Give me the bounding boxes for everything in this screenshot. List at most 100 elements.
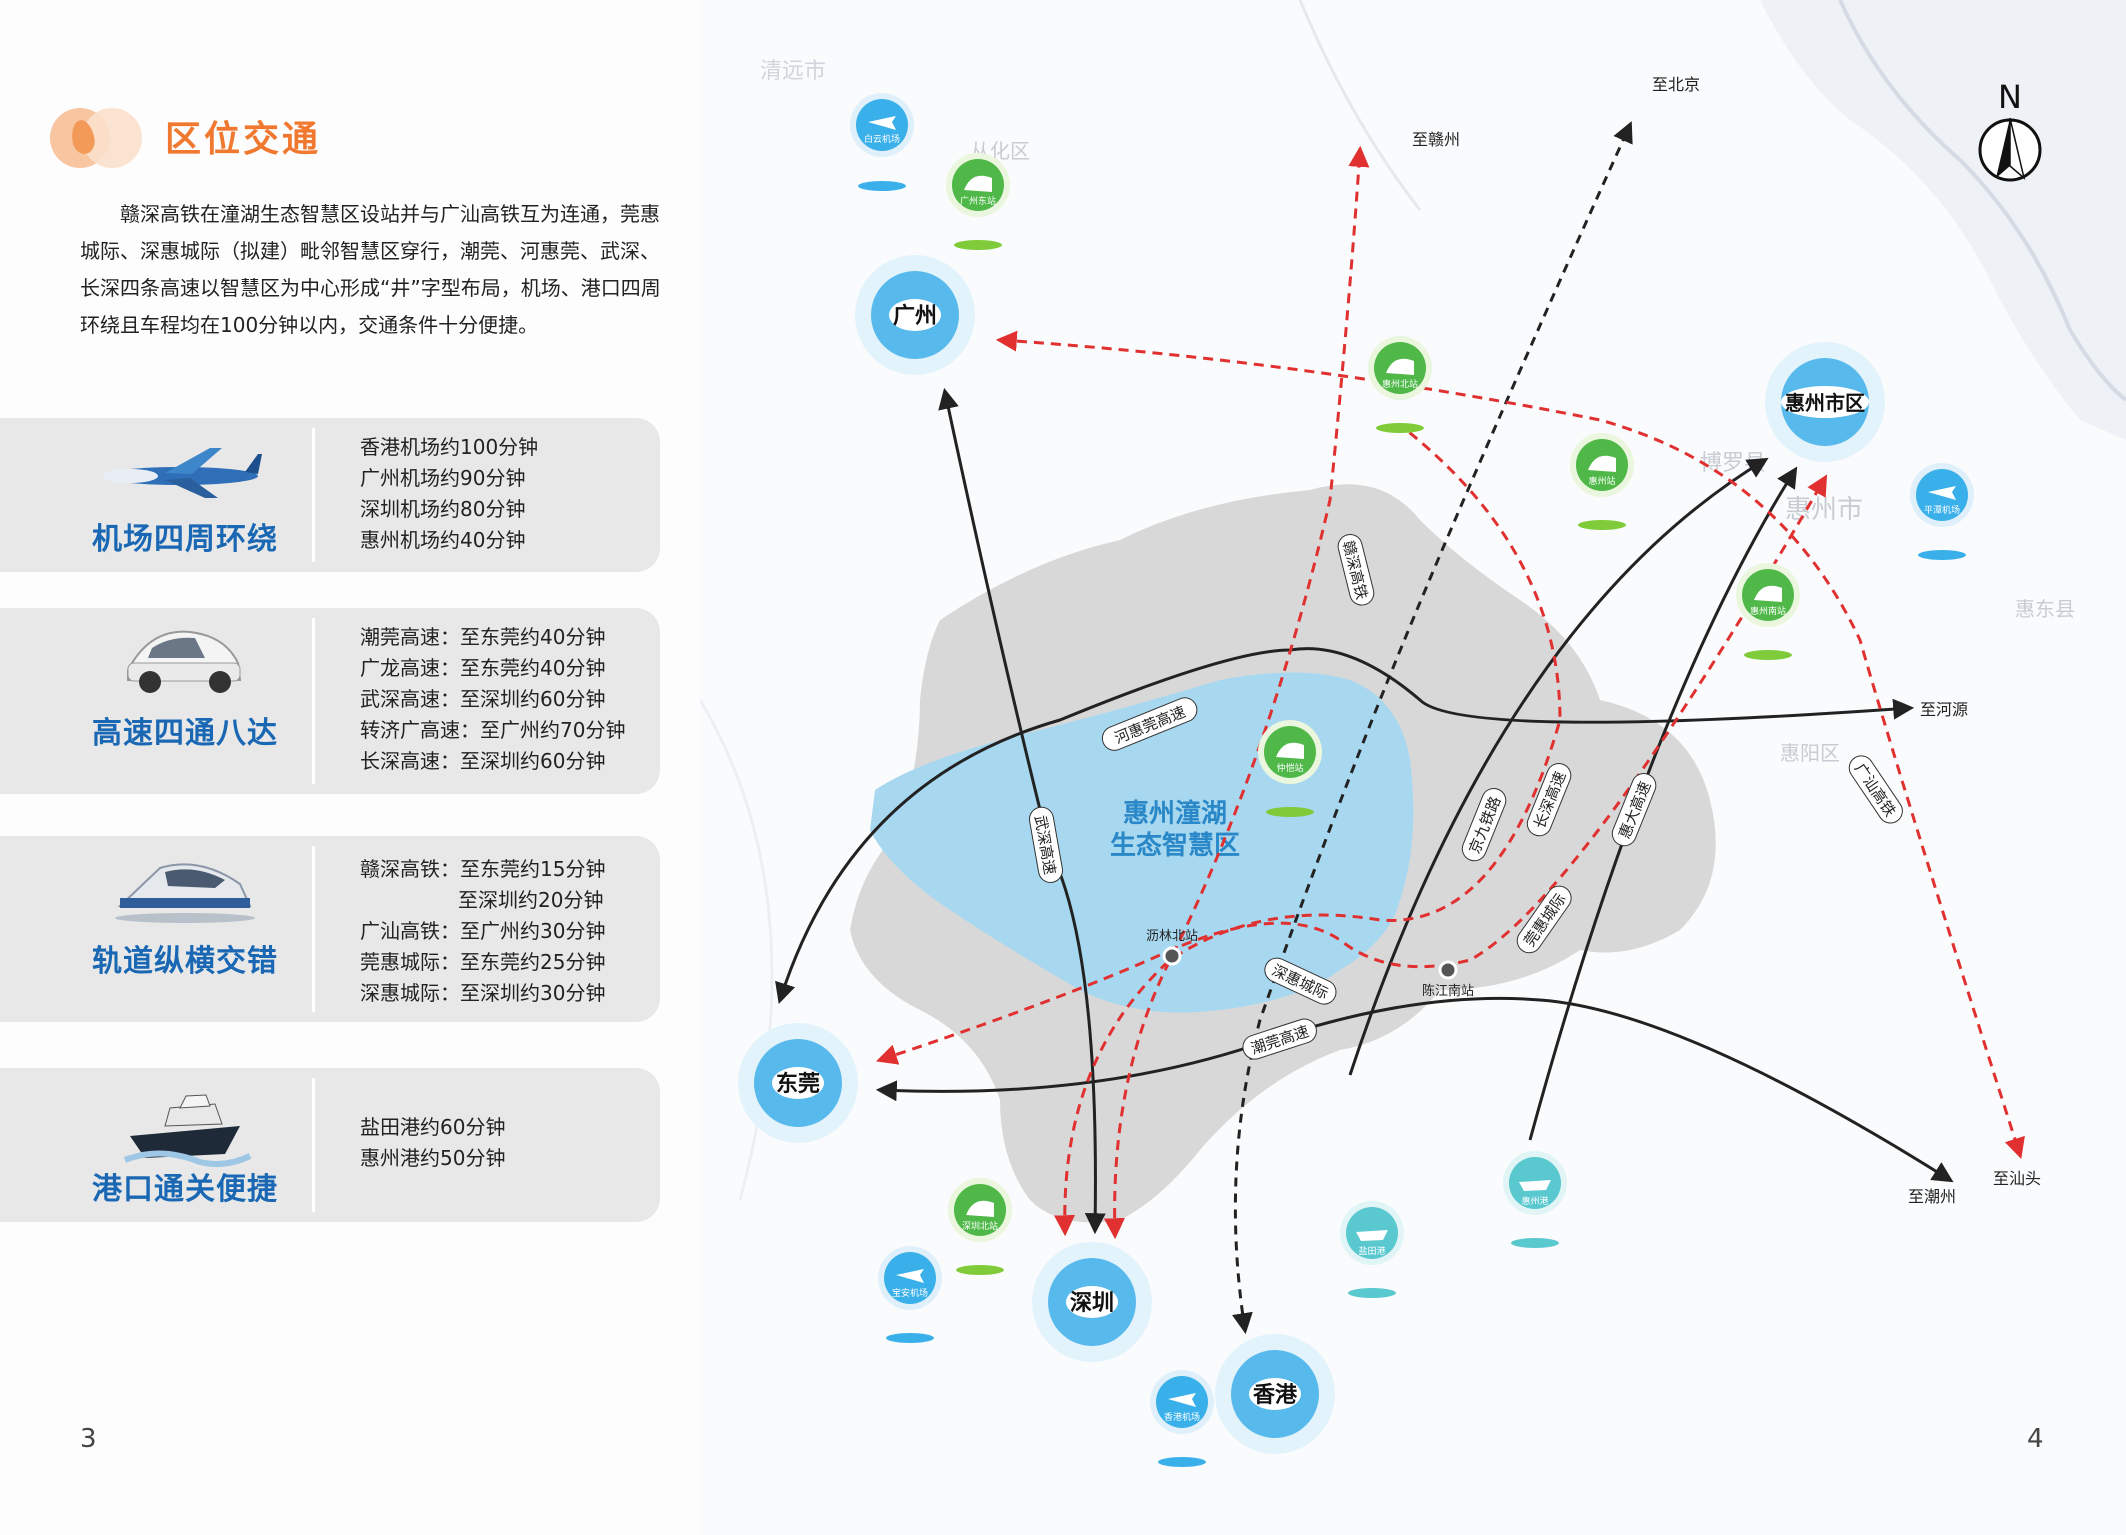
city-hongkong: 香港 bbox=[1215, 1334, 1335, 1454]
airport-pin-baiyun: 白云机场 bbox=[850, 93, 914, 191]
map-svg: 从化区 博罗县 惠州市 惠东县 惠阳区 清远市 惠州潼湖 生态智慧区 赣深高铁 … bbox=[700, 0, 2126, 1535]
list-item: 惠州机场约40分钟 bbox=[360, 528, 526, 552]
city-huizhou: 惠州市区 bbox=[1765, 342, 1885, 462]
train-icon bbox=[1754, 585, 1782, 602]
station-pin-hz-north: 惠州北站 bbox=[1368, 336, 1432, 433]
list-item: 武深高速：至深圳约60分钟 bbox=[360, 687, 606, 711]
dest-label: 至赣州 bbox=[1412, 130, 1460, 149]
svg-text:宝安机场: 宝安机场 bbox=[892, 1287, 928, 1299]
list-item: 惠州港约50分钟 bbox=[360, 1146, 506, 1170]
svg-text:惠州北站: 惠州北站 bbox=[1382, 378, 1418, 390]
bg-label: 惠东县 bbox=[2015, 597, 2075, 621]
svg-text:平潭机场: 平潭机场 bbox=[1924, 504, 1960, 516]
airport-pin-hk: 香港机场 bbox=[1150, 1370, 1214, 1467]
airplane-icon bbox=[102, 448, 262, 498]
airport-card: 机场四周环绕 香港机场约100分钟 广州机场约90分钟 深圳机场约80分钟 惠州… bbox=[0, 418, 660, 572]
svg-text:N: N bbox=[1998, 78, 2022, 116]
list-item: 潮莞高速：至东莞约40分钟 bbox=[360, 625, 606, 649]
train-icon bbox=[1276, 742, 1304, 759]
svg-text:惠州港: 惠州港 bbox=[1521, 1195, 1548, 1207]
svg-text:惠州市区: 惠州市区 bbox=[1785, 391, 1865, 415]
airplane-icon bbox=[1168, 1393, 1196, 1407]
train-icon bbox=[966, 1200, 994, 1217]
station-label: 陈江南站 bbox=[1422, 983, 1474, 999]
list-item: 广汕高铁：至广州约30分钟 bbox=[360, 919, 606, 943]
ship-icon bbox=[123, 1094, 252, 1167]
station-label: 沥林北站 bbox=[1146, 929, 1198, 944]
station-dot-icon bbox=[1438, 960, 1458, 980]
city-dongguan: 东莞 bbox=[738, 1023, 858, 1143]
page-number-left: 3 bbox=[80, 1424, 97, 1454]
card-label: 轨道纵横交错 bbox=[92, 944, 278, 979]
train-icon bbox=[1588, 455, 1616, 472]
list-item: 赣深高铁：至东莞约15分钟 bbox=[360, 857, 606, 881]
list-item: 盐田港约60分钟 bbox=[360, 1115, 506, 1139]
station-pin-zhongkai: 仲恺站 bbox=[1258, 720, 1322, 817]
station-pin-hz: 惠州站 bbox=[1570, 433, 1634, 530]
transport-map: 从化区 博罗县 惠州市 惠东县 惠阳区 清远市 惠州潼湖 生态智慧区 赣深高铁 … bbox=[700, 0, 2126, 1535]
page-number-right: 4 bbox=[2027, 1424, 2044, 1454]
dest-label: 至汕头 bbox=[1993, 1169, 2041, 1188]
rail-card: 轨道纵横交错 赣深高铁：至东莞约15分钟 至深圳约20分钟 广汕高铁：至广州约3… bbox=[0, 836, 660, 1022]
ship-icon bbox=[1356, 1230, 1388, 1241]
svg-text:广州: 广州 bbox=[893, 303, 937, 329]
page-title: 区位交通 bbox=[165, 119, 322, 160]
svg-text:惠州南站: 惠州南站 bbox=[1750, 605, 1786, 617]
card-list: 香港机场约100分钟 广州机场约90分钟 深圳机场约80分钟 惠州机场约40分钟 bbox=[360, 432, 538, 556]
train-icon bbox=[115, 863, 255, 923]
card-label: 高速四通八达 bbox=[92, 716, 278, 751]
dest-label: 至潮州 bbox=[1908, 1187, 1956, 1206]
list-item: 长深高速：至深圳约60分钟 bbox=[360, 749, 606, 773]
train-icon bbox=[1386, 358, 1414, 375]
bg-label: 惠州市 bbox=[1785, 495, 1863, 525]
card-list: 潮莞高速：至东莞约40分钟 广龙高速：至东莞约40分钟 武深高速：至深圳约60分… bbox=[360, 622, 625, 777]
svg-text:东莞: 东莞 bbox=[776, 1071, 820, 1097]
station-pin-sz-north: 深圳北站 bbox=[948, 1178, 1012, 1275]
svg-text:惠州站: 惠州站 bbox=[1588, 475, 1615, 487]
airport-pin-baoan: 宝安机场 bbox=[878, 1246, 942, 1343]
port-card: 港口通关便捷 盐田港约60分钟 惠州港约50分钟 bbox=[0, 1068, 660, 1222]
station-pin-gz-east: 广州东站 bbox=[946, 153, 1010, 250]
dest-label: 至北京 bbox=[1652, 75, 1700, 94]
bg-label: 清远市 bbox=[760, 59, 826, 84]
svg-text:盐田港: 盐田港 bbox=[1358, 1245, 1385, 1257]
station-pin-hz-south: 惠州南站 bbox=[1736, 563, 1800, 660]
port-pin-huizhou: 惠州港 bbox=[1503, 1151, 1567, 1248]
card-list: 赣深高铁：至东莞约15分钟 至深圳约20分钟 广汕高铁：至广州约30分钟 莞惠城… bbox=[360, 854, 605, 1009]
svg-text:广州东站: 广州东站 bbox=[960, 195, 996, 207]
list-item: 深圳机场约80分钟 bbox=[360, 497, 526, 521]
list-item: 广州机场约90分钟 bbox=[360, 466, 526, 490]
bg-label: 博罗县 bbox=[1700, 451, 1766, 476]
intro-paragraph: 赣深高铁在潼湖生态智慧区设站并与广汕高铁互为连通，莞惠城际、深惠城际（拟建）毗邻… bbox=[80, 202, 661, 337]
port-pin-yantian: 盐田港 bbox=[1340, 1201, 1404, 1298]
card-label: 港口通关便捷 bbox=[92, 1172, 278, 1207]
card-list: 盐田港约60分钟 惠州港约50分钟 bbox=[360, 1112, 505, 1174]
city-shenzhen: 深圳 bbox=[1032, 1242, 1152, 1362]
highway-card: 高速四通八达 潮莞高速：至东莞约40分钟 广龙高速：至东莞约40分钟 武深高速：… bbox=[0, 608, 660, 794]
dest-label: 至河源 bbox=[1920, 700, 1968, 719]
station-dot-icon bbox=[1162, 946, 1182, 966]
airplane-icon bbox=[896, 1269, 924, 1283]
ship-icon bbox=[1519, 1180, 1551, 1191]
svg-text:深圳北站: 深圳北站 bbox=[962, 1220, 998, 1232]
list-item: 转济广高速：至广州约70分钟 bbox=[360, 718, 626, 742]
car-icon bbox=[127, 630, 242, 693]
airplane-icon bbox=[1928, 486, 1956, 500]
city-guangzhou: 广州 bbox=[855, 255, 975, 375]
svg-text:深圳: 深圳 bbox=[1070, 1291, 1114, 1316]
svg-text:白云机场: 白云机场 bbox=[864, 133, 900, 145]
list-item: 香港机场约100分钟 bbox=[360, 435, 539, 459]
bg-label: 惠阳区 bbox=[1780, 741, 1840, 765]
svg-text:仲恺站: 仲恺站 bbox=[1276, 762, 1303, 774]
north-arrow-icon: N bbox=[1978, 78, 2042, 182]
svg-text:香港机场: 香港机场 bbox=[1164, 1411, 1200, 1423]
airport-pin-pingtan: 平潭机场 bbox=[1910, 463, 1974, 560]
svg-text:香港: 香港 bbox=[1253, 1383, 1298, 1408]
list-item: 至深圳约20分钟 bbox=[458, 888, 604, 912]
list-item: 深惠城际：至深圳约30分钟 bbox=[360, 981, 606, 1005]
list-item: 莞惠城际：至东莞约25分钟 bbox=[360, 950, 606, 974]
leaf-logo-icon bbox=[50, 108, 150, 168]
zone-name-line1: 惠州潼湖 bbox=[1123, 798, 1227, 829]
airplane-icon bbox=[868, 116, 896, 130]
train-icon bbox=[964, 175, 992, 192]
